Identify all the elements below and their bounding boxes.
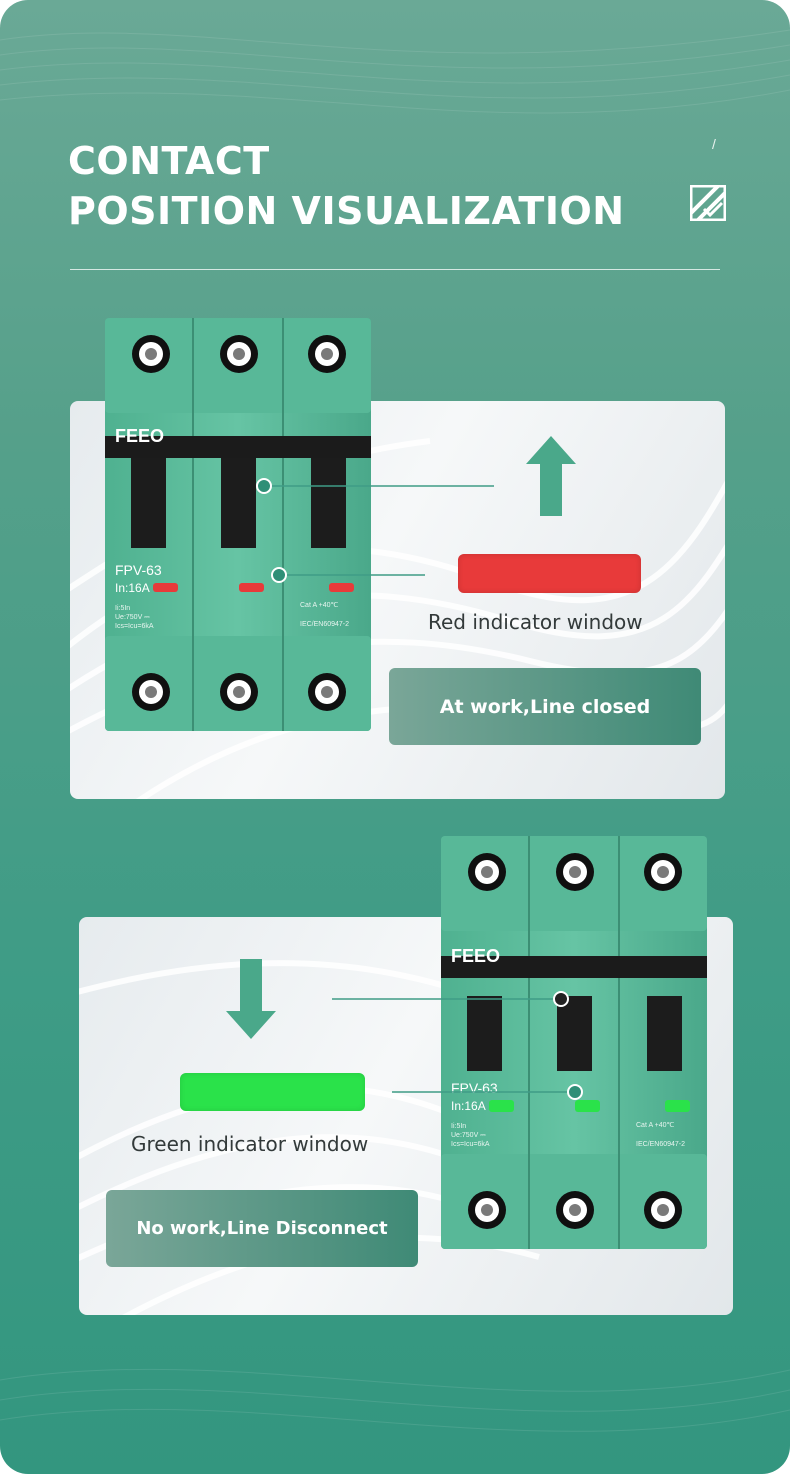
breaker-spec-3: Ics=Icu=6kA	[451, 1141, 490, 1148]
red-indicator-windows	[153, 583, 354, 592]
breaker-rating: In:16A	[115, 581, 150, 595]
terminal-screw-icons	[468, 853, 682, 1229]
arrow-up-icon	[526, 436, 576, 516]
green-indicator-label: Green indicator window	[131, 1132, 369, 1156]
breaker-rating: In:16A	[451, 1099, 486, 1113]
breaker-standard: IEC/EN60947-2	[300, 621, 349, 628]
title-line-1: CONTACT	[68, 139, 270, 183]
breaker-body	[105, 318, 371, 731]
green-indicator-windows	[489, 1100, 690, 1112]
breaker-cat: Cat A +40℃	[300, 602, 339, 609]
breaker-model: FPV-63	[451, 1080, 498, 1096]
terminal-screw-icons	[132, 335, 346, 711]
breaker-spec-2: Ue:750V ⎓	[115, 614, 150, 621]
breaker-cat: Cat A +40℃	[636, 1122, 675, 1129]
red-indicator-swatch	[458, 554, 641, 593]
status-line-closed: At work,Line closed	[389, 668, 701, 745]
breaker-body	[441, 836, 707, 1249]
arrow-down-icon	[226, 959, 276, 1039]
title-divider	[70, 269, 720, 270]
breaker-standard: IEC/EN60947-2	[636, 1141, 685, 1148]
title-line-2: POSITION VISUALIZATION	[68, 189, 625, 233]
breaker-spec-3: Ics=Icu=6kA	[115, 623, 154, 630]
breaker-spec-1: Ii:5In	[451, 1123, 466, 1130]
circuit-breaker-open: FEEO FPV-63 In:16A Ii:5In Ue:750V ⎓ Ics=…	[441, 836, 707, 1249]
breaker-model: FPV-63	[115, 562, 162, 578]
breaker-brand: FEEO	[115, 426, 164, 446]
circuit-breaker-closed: FEEO FPV-63 In:16A Ii:5In Ue:750V ⎓ Ics=…	[105, 318, 371, 731]
breaker-spec-1: Ii:5In	[115, 605, 130, 612]
page-title: CONTACT POSITION VISUALIZATION	[68, 136, 625, 236]
status-line-disconnect: No work,Line Disconnect	[106, 1190, 418, 1267]
slash-mark: /	[712, 136, 716, 152]
green-indicator-swatch	[180, 1073, 365, 1111]
red-indicator-label: Red indicator window	[428, 610, 643, 634]
breaker-brand: FEEO	[451, 946, 500, 966]
brand-logo-icon	[690, 185, 726, 221]
breaker-spec-2: Ue:750V ⎓	[451, 1132, 486, 1139]
